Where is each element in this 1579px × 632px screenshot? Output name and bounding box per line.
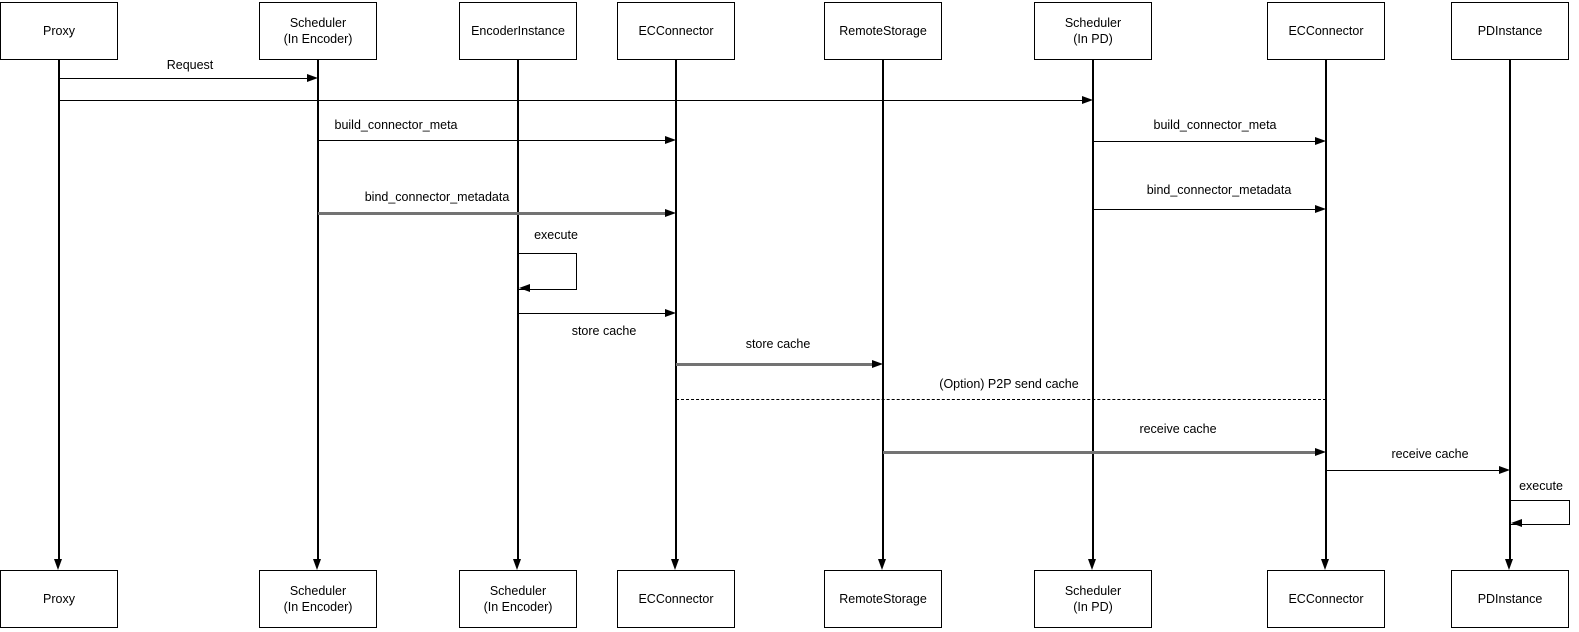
message-arrowhead-store-cache-left xyxy=(665,309,676,317)
message-line-request xyxy=(59,78,307,80)
message-label-receive-cache-right: receive cache xyxy=(1389,447,1471,461)
lifeline-encoder-instance xyxy=(517,60,519,561)
message-label-p2p-send-cache: (Option) P2P send cache xyxy=(937,377,1081,391)
participant-box-bottom-scheduler-pd: Scheduler (In PD) xyxy=(1034,570,1152,628)
message-line-store-cache-right xyxy=(676,363,872,366)
message-self-loop-execute-encoder xyxy=(518,253,577,290)
lifeline-arrowhead-ecconnector xyxy=(671,559,679,570)
message-arrowhead-build-connector-meta-left xyxy=(665,136,676,144)
message-line-p2p-send-cache xyxy=(676,399,1326,400)
message-arrowhead-bind-connector-metadata-left xyxy=(665,209,676,217)
message-self-loop-execute-pd xyxy=(1510,500,1570,525)
message-arrowhead-bind-connector-metadata-right xyxy=(1315,205,1326,213)
participant-box-top-scheduler-encoder: Scheduler (In Encoder) xyxy=(259,2,377,60)
message-label-build-connector-meta-left: build_connector_meta xyxy=(332,118,460,132)
lifeline-arrowhead-scheduler-pd xyxy=(1088,559,1096,570)
lifeline-scheduler-encoder xyxy=(317,60,319,561)
message-arrowhead-build-connector-meta-right xyxy=(1315,137,1326,145)
message-label-receive-cache-left: receive cache xyxy=(1137,422,1219,436)
participant-box-top-ecconnector-pd: ECConnector xyxy=(1267,2,1385,60)
message-label-execute-pd: execute xyxy=(1517,479,1565,493)
participant-box-top-proxy: Proxy xyxy=(0,2,118,60)
message-label-build-connector-meta-right: build_connector_meta xyxy=(1151,118,1279,132)
lifeline-arrowhead-pdinstance xyxy=(1505,559,1513,570)
message-line-proxy-to-scheduler-pd xyxy=(59,100,1082,102)
lifeline-remote-storage xyxy=(882,60,884,561)
message-arrowhead-request xyxy=(307,74,318,82)
message-arrowhead-execute-encoder xyxy=(519,284,530,292)
participant-box-bottom-pdinstance: PDInstance xyxy=(1451,570,1569,628)
lifeline-ecconnector-pd xyxy=(1325,60,1327,561)
message-arrowhead-receive-cache-left xyxy=(1315,448,1326,456)
participant-box-bottom-ecconnector-pd: ECConnector xyxy=(1267,570,1385,628)
message-line-build-connector-meta-right xyxy=(1093,141,1315,143)
message-arrowhead-store-cache-right xyxy=(872,360,883,368)
participant-box-bottom-scheduler-encoder: Scheduler (In Encoder) xyxy=(259,570,377,628)
message-arrowhead-proxy-to-scheduler-pd xyxy=(1082,96,1093,104)
message-label-store-cache-left: store cache xyxy=(569,324,639,338)
participant-box-top-pdinstance: PDInstance xyxy=(1451,2,1569,60)
message-line-build-connector-meta-left xyxy=(318,140,665,142)
participant-box-bottom-scheduler-encoder-2: Scheduler (In Encoder) xyxy=(459,570,577,628)
participant-box-bottom-proxy: Proxy xyxy=(0,570,118,628)
lifeline-arrowhead-ecconnector-pd xyxy=(1321,559,1329,570)
message-line-bind-connector-metadata-right xyxy=(1093,209,1315,211)
message-line-store-cache-left xyxy=(518,313,665,315)
message-line-receive-cache-right xyxy=(1326,470,1499,472)
lifeline-arrowhead-encoder-instance xyxy=(513,559,521,570)
lifeline-arrowhead-proxy xyxy=(54,559,62,570)
message-label-store-cache-right: store cache xyxy=(743,337,813,351)
participant-box-top-scheduler-pd: Scheduler (In PD) xyxy=(1034,2,1152,60)
message-label-request: Request xyxy=(164,58,216,72)
participant-box-bottom-remote-storage: RemoteStorage xyxy=(824,570,942,628)
lifeline-scheduler-pd xyxy=(1092,60,1094,561)
lifeline-arrowhead-remote-storage xyxy=(878,559,886,570)
message-label-execute-encoder: execute xyxy=(532,228,580,242)
participant-box-top-ecconnector: ECConnector xyxy=(617,2,735,60)
lifeline-arrowhead-scheduler-encoder xyxy=(313,559,321,570)
message-label-bind-connector-metadata-right: bind_connector_metadata xyxy=(1144,183,1294,197)
message-arrowhead-execute-pd xyxy=(1511,519,1522,527)
participant-box-top-remote-storage: RemoteStorage xyxy=(824,2,942,60)
message-line-receive-cache-left xyxy=(883,451,1315,454)
message-arrowhead-receive-cache-right xyxy=(1499,466,1510,474)
message-line-bind-connector-metadata-left xyxy=(318,212,665,215)
message-label-bind-connector-metadata-left: bind_connector_metadata xyxy=(362,190,512,204)
lifeline-pdinstance xyxy=(1509,60,1511,561)
participant-box-bottom-ecconnector: ECConnector xyxy=(617,570,735,628)
participant-box-top-encoder-instance: EncoderInstance xyxy=(459,2,577,60)
lifeline-proxy xyxy=(58,60,60,561)
